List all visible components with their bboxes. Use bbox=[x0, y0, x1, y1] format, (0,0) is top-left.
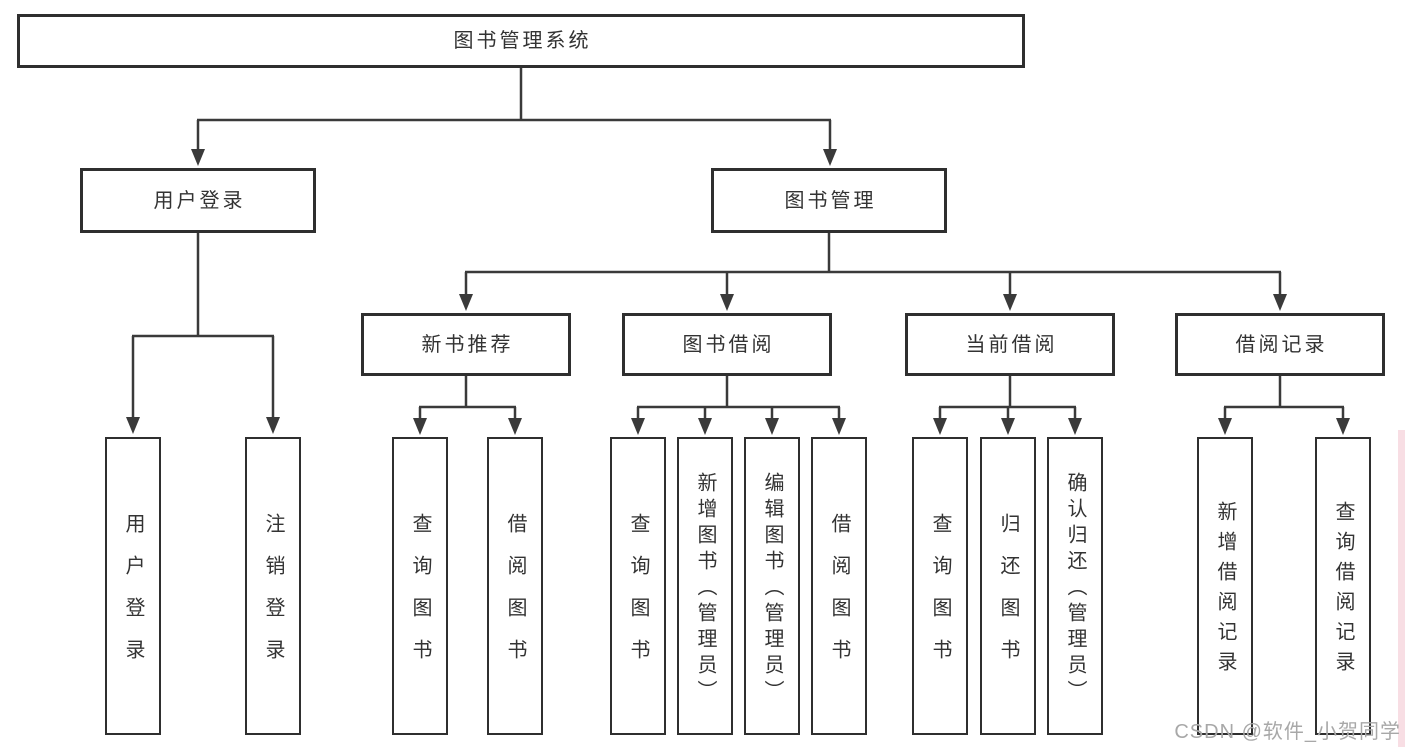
arrowhead bbox=[823, 149, 837, 166]
leaf-add-borrow-record: 新增借阅记录 bbox=[1197, 437, 1253, 735]
node-current-borrow: 当前借阅 bbox=[905, 313, 1115, 376]
leaf-user-login: 用户登录 bbox=[105, 437, 161, 735]
node-new-book-recommend: 新书推荐 bbox=[361, 313, 571, 376]
leaf-query-books-recommend: 查询图书 bbox=[392, 437, 448, 735]
arrowhead bbox=[832, 418, 846, 435]
node-book-management-label: 图书管理 bbox=[784, 189, 877, 212]
node-borrow-records-label: 借阅记录 bbox=[1235, 333, 1328, 356]
leaf-add-book-admin-label: 新增图书（管理员） bbox=[694, 472, 716, 706]
node-new-book-recommend-label: 新书推荐 bbox=[421, 333, 514, 356]
arrowhead bbox=[508, 418, 522, 435]
arrowhead bbox=[631, 418, 645, 435]
node-book-management: 图书管理 bbox=[711, 168, 947, 233]
node-user-login-label: 用户登录 bbox=[153, 189, 246, 212]
arrowhead bbox=[1001, 418, 1015, 435]
arrowhead bbox=[1068, 418, 1082, 435]
connector-borrow-to-leaves bbox=[631, 376, 846, 435]
leaf-borrow-books-recommend: 借阅图书 bbox=[487, 437, 543, 735]
node-root: 图书管理系统 bbox=[17, 14, 1025, 68]
watermark-text: CSDN @软件_小贺同学 bbox=[1174, 721, 1401, 743]
arrowhead bbox=[126, 417, 140, 434]
leaf-return-book-label: 归还图书 bbox=[997, 513, 1019, 681]
leaf-logout: 注销登录 bbox=[245, 437, 301, 735]
node-root-label: 图书管理系统 bbox=[453, 30, 592, 52]
leaf-logout-label: 注销登录 bbox=[262, 513, 284, 681]
node-current-borrow-label: 当前借阅 bbox=[965, 333, 1058, 356]
arrowhead bbox=[933, 418, 947, 435]
arrowhead bbox=[1003, 294, 1017, 311]
arrowhead bbox=[266, 417, 280, 434]
leaf-query-books-current: 查询图书 bbox=[912, 437, 968, 735]
arrowhead bbox=[191, 149, 205, 166]
connector-records-to-leaves bbox=[1218, 376, 1350, 435]
leaf-confirm-return-admin: 确认归还（管理员） bbox=[1047, 437, 1103, 735]
arrowhead bbox=[413, 418, 427, 435]
leaf-query-books-recommend-label: 查询图书 bbox=[409, 513, 431, 681]
leaf-query-books-borrow: 查询图书 bbox=[610, 437, 666, 735]
leaf-edit-book-admin-label: 编辑图书（管理员） bbox=[761, 472, 783, 706]
leaf-user-login-label: 用户登录 bbox=[122, 513, 144, 681]
arrowhead bbox=[698, 418, 712, 435]
node-book-borrow: 图书借阅 bbox=[622, 313, 832, 376]
node-user-login: 用户登录 bbox=[80, 168, 316, 233]
leaf-query-borrow-record: 查询借阅记录 bbox=[1315, 437, 1371, 735]
leaf-confirm-return-admin-label: 确认归还（管理员） bbox=[1064, 472, 1086, 706]
arrowhead bbox=[459, 294, 473, 311]
connector-root-to-level2 bbox=[191, 68, 837, 166]
leaf-query-borrow-record-label: 查询借阅记录 bbox=[1332, 501, 1354, 681]
node-book-borrow-label: 图书借阅 bbox=[682, 333, 775, 356]
arrowhead bbox=[1218, 418, 1232, 435]
connector-newbook-to-leaves bbox=[413, 376, 522, 435]
leaf-borrow-books-label: 借阅图书 bbox=[828, 513, 850, 681]
leaf-return-book: 归还图书 bbox=[980, 437, 1036, 735]
arrowhead bbox=[1273, 294, 1287, 311]
arrowhead bbox=[720, 294, 734, 311]
leaf-add-book-admin: 新增图书（管理员） bbox=[677, 437, 733, 735]
right-edge-strip bbox=[1398, 430, 1405, 747]
connector-current-to-leaves bbox=[933, 376, 1082, 435]
connector-mgmt-to-level3 bbox=[459, 233, 1287, 311]
leaf-borrow-books: 借阅图书 bbox=[811, 437, 867, 735]
node-borrow-records: 借阅记录 bbox=[1175, 313, 1385, 376]
leaf-query-books-borrow-label: 查询图书 bbox=[627, 513, 649, 681]
leaf-add-borrow-record-label: 新增借阅记录 bbox=[1214, 501, 1236, 681]
arrowhead bbox=[1336, 418, 1350, 435]
leaf-query-books-current-label: 查询图书 bbox=[929, 513, 951, 681]
arrowhead bbox=[765, 418, 779, 435]
connector-login-to-leaves bbox=[126, 233, 280, 434]
leaf-edit-book-admin: 编辑图书（管理员） bbox=[744, 437, 800, 735]
leaf-borrow-books-recommend-label: 借阅图书 bbox=[504, 513, 526, 681]
